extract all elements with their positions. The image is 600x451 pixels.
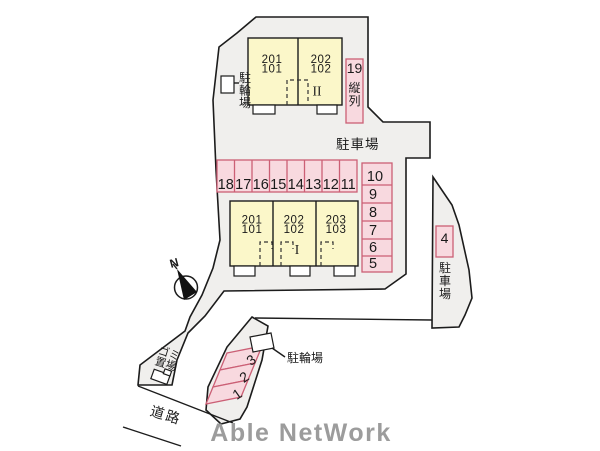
building-b-roman-numeral: I [295,242,300,257]
building-a-unit1-number-top: 201 [262,54,283,66]
space-13-number: 13 [305,177,321,193]
north-compass: N [168,255,199,300]
bicycle-shed-top [220,75,235,94]
building-a-unit2-number-top: 202 [311,54,332,66]
compass-needle-tail [172,263,178,270]
tandem-space-19: 19 縦列 [345,58,364,124]
building-b-stairs-icon-2 [280,241,294,266]
garbage-area: ゴミ 置場 [150,343,182,386]
building-b-entrance-1 [233,265,256,277]
space-15-number: 15 [270,177,286,193]
road-curb-line [122,426,182,447]
building-a-roman-numeral: II [313,84,322,99]
building-b: 201 101 202 102 203 103 I [229,200,359,277]
bicycle-shed-bottom [249,332,275,353]
building-b-unit2-number-top: 202 [284,215,305,227]
building-b-stairs-icon-3 [320,241,334,266]
bicycle-top-label: 駐輪場 [239,70,251,110]
building-b-entrance-3 [333,265,356,277]
building-a-stairs-icon [286,79,309,105]
space-9-number: 9 [369,187,377,203]
building-b-unit1-number-top: 201 [242,215,263,227]
building-a-entrance-right [316,104,338,115]
space-16-number: 16 [253,177,269,193]
parking-lot-label-right: 駐車場 [439,260,451,301]
boundary-line [254,317,433,321]
building-b-entrance-2 [289,265,311,277]
space-7-number: 7 [369,223,377,239]
space-6-number: 6 [369,240,377,256]
bicycle-bottom-label: 駐輪場 [287,350,323,365]
space-8-number: 8 [369,205,377,221]
bicycle-parking-top: 駐輪場 [220,70,251,110]
building-b-unit3-number-top: 203 [326,215,347,227]
space-4-rect [435,225,454,258]
space-10-number: 10 [367,169,383,185]
building-b-unit1-number-bottom: 101 [242,224,263,236]
building-a-outline [247,37,343,106]
space-17-number: 17 [235,177,251,193]
parking-row-18-11: 18 17 16 15 14 13 12 11 [216,159,358,193]
parking-lot-label-main: 駐車場 [336,137,380,152]
building-b-unit2-number-bottom: 102 [284,224,305,236]
building-b-outline [229,200,359,267]
space-4-number: 4 [441,230,449,246]
space-19-rect [345,58,364,124]
space-12-number: 12 [323,177,339,193]
building-b-stairs-icon-1 [259,241,273,266]
building-a-unit1-number-bottom: 101 [262,64,283,76]
road-edge-line [137,385,234,424]
watermark: Able NetWork [210,419,391,447]
space-11-number: 11 [341,177,356,193]
road-label: 道路 [148,403,183,428]
space-14-number: 14 [288,177,304,193]
building-b-unit3-number-bottom: 103 [326,224,347,236]
compass-needle [177,269,197,300]
street-parking-area: 3 2 1 駐輪場 [204,332,323,405]
tandem-label: 縦列 [348,81,360,108]
space-1-rect [204,379,250,405]
parking-column-outline [361,162,393,273]
compass-circle [173,275,199,300]
garbage-box-icon [150,368,173,386]
space-18-number: 18 [218,177,234,193]
building-a-entrance-left [252,104,276,115]
bicycle-bottom-pointer [271,347,286,358]
garbage-label-line2: 置場 [153,355,178,374]
parking-column-10-5: 10 9 8 7 6 5 [361,162,393,273]
building-a-unit2-number-bottom: 102 [311,64,332,76]
right-parking-area: 4 駐車場 [435,225,454,301]
space-5-number: 5 [369,256,377,272]
building-a: 201 101 202 102 II [247,37,343,115]
space-19-number: 19 [347,60,363,76]
north-label: N [168,255,180,271]
